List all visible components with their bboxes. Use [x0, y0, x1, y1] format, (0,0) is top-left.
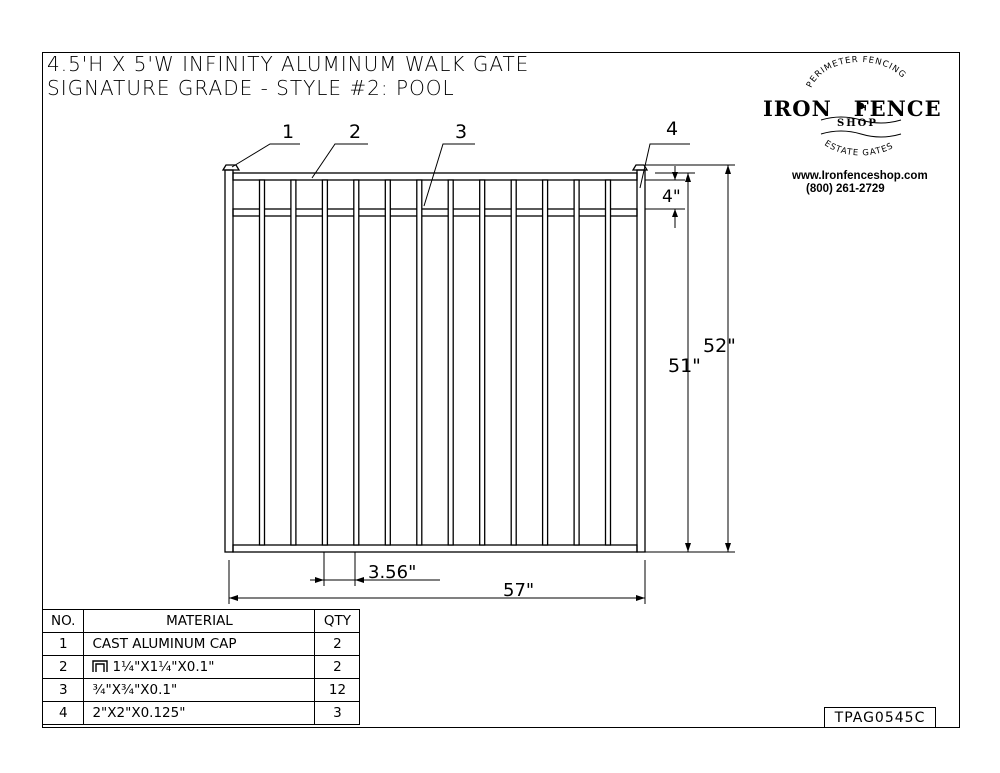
logo-name-left: IRON — [763, 96, 832, 121]
table-row: 3 ¾"X¾"X0.1" 12 — [41, 678, 361, 702]
row-no: 3 — [41, 678, 85, 702]
row-no: 1 — [41, 632, 85, 656]
part-number: TPAG0545C — [824, 707, 936, 728]
logo-swash-bottom — [820, 130, 902, 138]
materials-header-row: NO. MATERIAL QTY — [41, 609, 361, 633]
header-no: NO. — [41, 609, 85, 633]
table-row: 2 1¼"X1¼"X0.1" 2 — [41, 655, 361, 679]
logo-swash-top — [820, 116, 902, 124]
header-qty: QTY — [314, 609, 361, 633]
logo-arcs: PERIMETER FENCING ESTATE GATES — [805, 56, 908, 159]
sheet-border — [42, 52, 960, 728]
title-line-2: SIGNATURE GRADE - STYLE #2: POOL — [47, 76, 455, 100]
iron-fence-shop-logo: PERIMETER FENCING ESTATE GATES IRON FENCE… — [755, 56, 960, 206]
row-qty: 2 — [314, 632, 361, 656]
row-material-text: 1¼"X1¼"X0.1" — [112, 659, 215, 675]
row-qty: 3 — [314, 701, 361, 725]
header-material: MATERIAL — [83, 609, 316, 633]
row-no: 2 — [41, 655, 85, 679]
materials-table: NO. MATERIAL QTY 1 CAST ALUMINUM CAP 2 2… — [41, 609, 361, 725]
table-row: 4 2"X2"X0.125" 3 — [41, 701, 361, 725]
title-line-1: 4.5'H X 5'W INFINITY ALUMINUM WALK GATE — [47, 52, 530, 76]
table-row: 1 CAST ALUMINUM CAP 2 — [41, 632, 361, 656]
row-material: 1¼"X1¼"X0.1" — [83, 655, 316, 679]
row-qty: 2 — [314, 655, 361, 679]
logo-name-right: FENCE — [853, 96, 942, 121]
logo-dot — [857, 102, 865, 110]
row-qty: 12 — [314, 678, 361, 702]
logo-shop: SHOP — [837, 118, 878, 129]
logo-arc-bottom-text: ESTATE GATES — [822, 139, 895, 159]
row-material: 2"X2"X0.125" — [83, 701, 316, 725]
row-no: 4 — [41, 701, 85, 725]
row-material: ¾"X¾"X0.1" — [83, 678, 316, 702]
logo-arc-top-text: PERIMETER FENCING — [805, 56, 908, 89]
row-material: CAST ALUMINUM CAP — [83, 632, 316, 656]
channel-icon — [92, 660, 109, 672]
phone-number: (800) 261-2729 — [806, 183, 885, 195]
logo-name: IRON FENCE — [763, 96, 942, 121]
website-link[interactable]: www.Ironfenceshop.com — [792, 170, 928, 182]
